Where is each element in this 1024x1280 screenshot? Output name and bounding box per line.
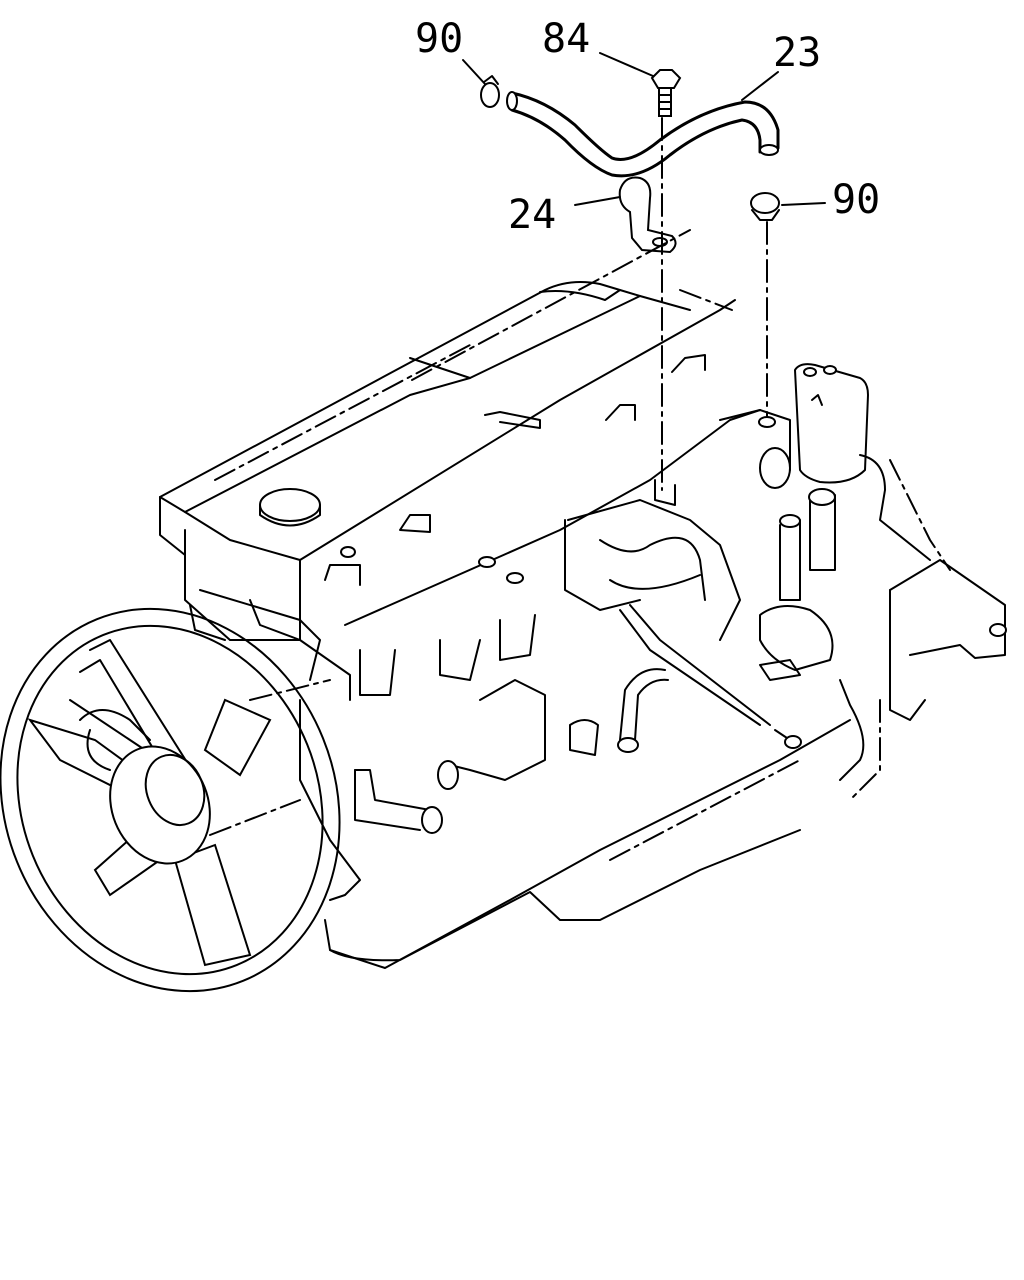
engine-block [159,229,1007,969]
callout-bracket: 24 [508,192,556,238]
bracket-24 [618,176,677,254]
bolt-84 [650,69,682,117]
cooling-fan [0,589,341,993]
callout-clip-right: 90 [832,177,880,223]
callout-hose: 23 [773,30,821,76]
callout-clip-left: 90 [415,16,463,62]
callout-bolt: 84 [542,16,590,62]
callout-labels: 90 84 23 24 90 [415,16,880,238]
clip-90-right [750,192,780,221]
leader-lines [462,52,826,206]
hose-23 [506,91,780,178]
assembly-centerlines [661,117,768,491]
clip-90-left [480,75,500,108]
